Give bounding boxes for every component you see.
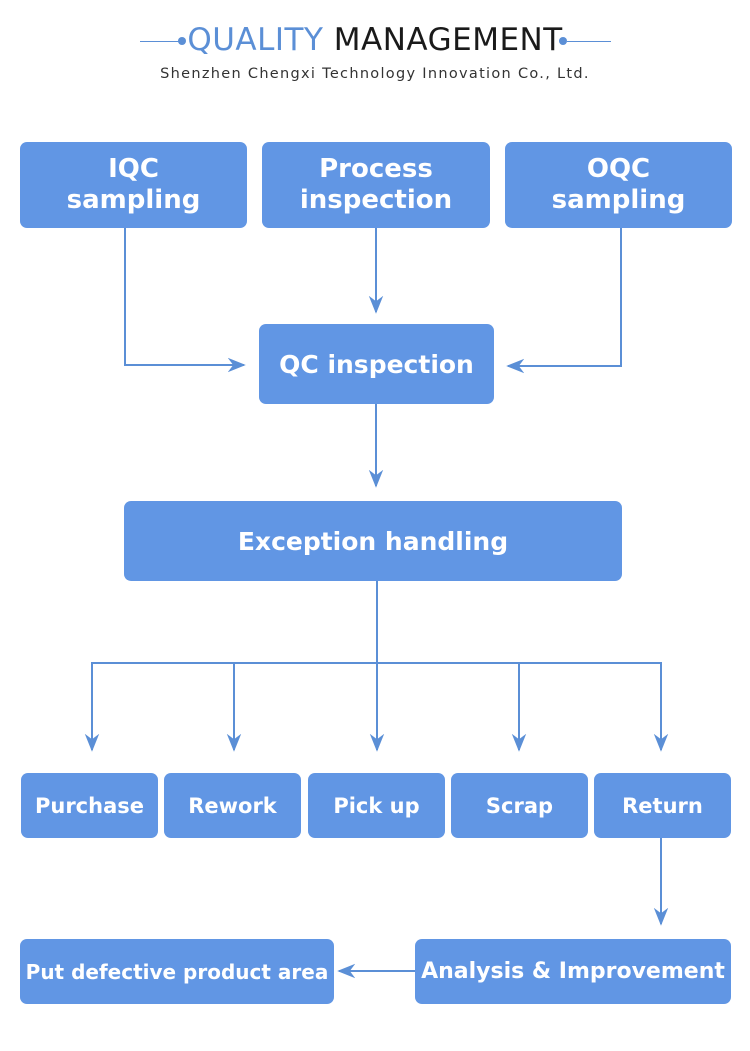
title-decoration-right xyxy=(567,41,611,42)
arrow-oqc-to-qc xyxy=(506,228,622,374)
title-main: MANAGEMENT xyxy=(333,22,563,58)
defective-product-area-box: Put defective product area xyxy=(20,939,334,1004)
exception-handling-box: Exception handling xyxy=(124,501,622,581)
header: QUALITY MANAGEMENT Shenzhen Chengxi Tech… xyxy=(0,20,750,82)
title-row: QUALITY MANAGEMENT xyxy=(0,20,750,62)
outcome-scrap-box: Scrap xyxy=(451,773,588,838)
iqc-sampling-box: IQC sampling xyxy=(20,142,247,228)
company-subtitle: Shenzhen Chengxi Technology Innovation C… xyxy=(160,66,590,82)
oqc-sampling-box: OQC sampling xyxy=(505,142,732,228)
outcome-return-box: Return xyxy=(594,773,731,838)
title-decoration-left xyxy=(140,41,184,42)
page-title: QUALITY MANAGEMENT xyxy=(0,22,750,58)
outcome-rework-box: Rework xyxy=(164,773,301,838)
process-inspection-box: Process inspection xyxy=(262,142,490,228)
title-dot-right xyxy=(559,37,567,45)
outcome-pickup-box: Pick up xyxy=(308,773,445,838)
arrow-iqc-to-qc xyxy=(124,228,246,373)
outcome-purchase-box: Purchase xyxy=(21,773,158,838)
qc-inspection-box: QC inspection xyxy=(259,324,494,404)
analysis-improvement-box: Analysis & Improvement xyxy=(415,939,731,1004)
title-dot-left xyxy=(178,37,186,45)
title-accent: QUALITY xyxy=(187,22,324,58)
